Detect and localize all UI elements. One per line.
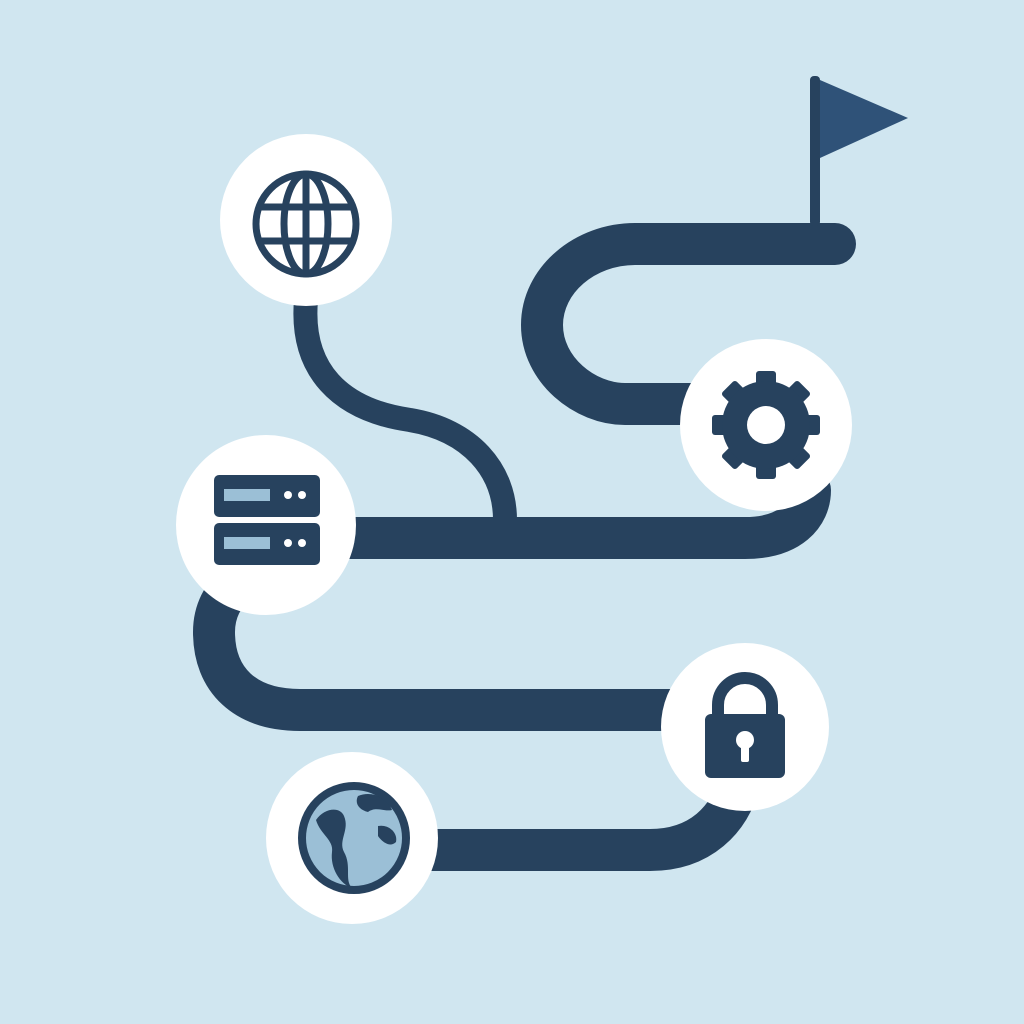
road-segment-globe-branch: [293, 288, 517, 532]
server-stack-icon: [214, 475, 320, 565]
flag-icon: [810, 76, 908, 226]
gear-icon: [712, 371, 820, 479]
node-settings: [680, 339, 852, 511]
road-segment-gear-to-flag: [521, 223, 856, 425]
node-security: [661, 643, 829, 811]
globe-grid-icon: [252, 170, 360, 278]
node-servers: [176, 435, 356, 615]
padlock-icon: [705, 672, 785, 778]
earth-icon: [298, 782, 410, 894]
node-web: [220, 134, 392, 306]
node-world: [266, 752, 438, 924]
